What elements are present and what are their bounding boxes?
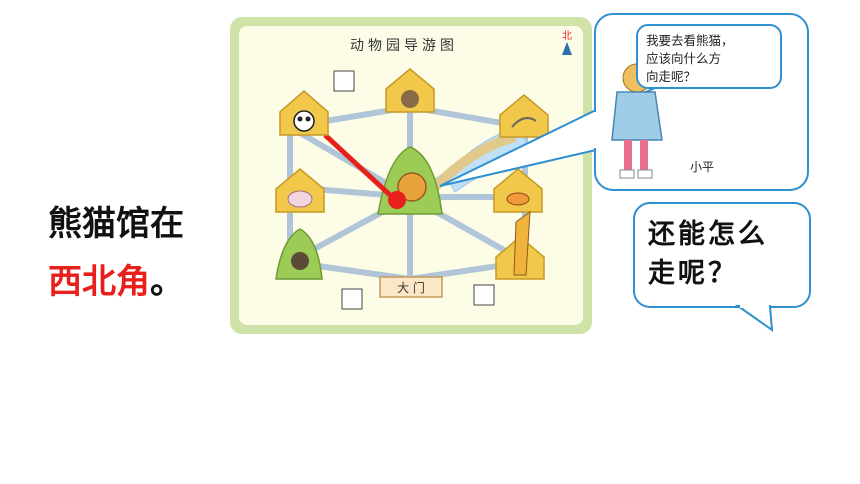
house-giraffe: [495, 210, 545, 280]
gate-label: 大 门: [397, 280, 425, 295]
house-bird: [499, 94, 549, 138]
giraffe-icon: [513, 210, 531, 276]
house-elephant: [275, 168, 325, 213]
conclusion-tail: 。: [150, 262, 184, 302]
zoo-map-drawing: 大 门 北: [275, 30, 572, 310]
house-panda: [279, 90, 329, 136]
restroom-icon-2: [473, 284, 495, 306]
question-line1: 还能怎么: [648, 219, 768, 250]
gate-sign: [379, 276, 443, 298]
speech-line3: 向走呢？: [646, 69, 697, 84]
lion-icon: [397, 172, 427, 202]
conclusion-highlight: 西北角: [48, 262, 150, 302]
house-monkey: [385, 68, 435, 113]
conclusion-line1: 熊猫馆在: [48, 204, 184, 244]
route-to-panda: [323, 133, 392, 197]
fish-icon: [506, 192, 530, 206]
speech-line2: 应该向什么方: [646, 51, 722, 66]
zoo-map: 大 门 北 动物园导游图: [230, 17, 592, 334]
question-text: 还能怎么 走呢？: [648, 215, 798, 293]
north-arrow-icon: [562, 42, 572, 55]
question-bubble-tail: [734, 305, 774, 333]
north-label: 北: [562, 30, 572, 42]
phone-icon: [341, 288, 363, 310]
speech-line1: 我要去看熊猫，: [646, 33, 734, 48]
monkey-icon: [401, 90, 419, 108]
map-title: 动物园导游图: [350, 38, 458, 54]
elephant-icon: [287, 190, 313, 208]
question-line2: 走呢？: [648, 258, 738, 289]
current-location-dot: [388, 191, 406, 209]
hill-gorilla: [275, 228, 323, 280]
gorilla-icon: [291, 252, 309, 270]
restroom-icon: [333, 70, 355, 92]
person-name: 小平: [690, 160, 715, 174]
house-fish: [493, 168, 543, 213]
panda-icon: [293, 110, 315, 132]
conclusion-line2: 西北角。: [48, 253, 184, 311]
girl-speech-bubble: 我要去看熊猫， 应该向什么方 向走呢？: [636, 24, 782, 89]
conclusion-text: 熊猫馆在 西北角。: [48, 195, 184, 311]
